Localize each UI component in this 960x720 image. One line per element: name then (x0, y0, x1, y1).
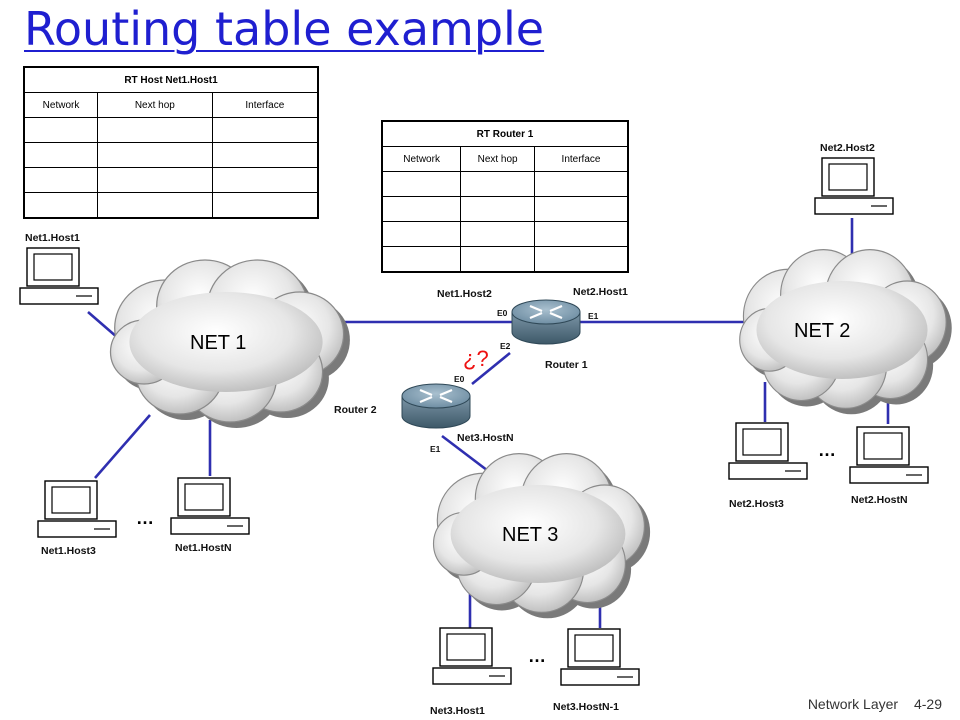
table-cell (211, 192, 319, 219)
port-r2-e0: E0 (454, 374, 465, 384)
table-cell (23, 192, 98, 219)
cloud-net3: NET 3 (432, 453, 651, 619)
label-net3-hostN1: Net3.HostN-1 (553, 701, 619, 713)
ellipsis-net2: … (818, 440, 836, 460)
cloud-net1: NET 1 (109, 259, 351, 429)
computer-icon-net3-hostN1 (560, 628, 640, 686)
computer-icon-net2-host2 (814, 157, 894, 215)
slide-title: Routing table example (24, 2, 545, 56)
computer-icon-net1-hostN (170, 477, 250, 535)
table-cell (211, 167, 319, 193)
table-cell (23, 117, 98, 143)
table-cell (381, 196, 462, 222)
router-routing-table: RT Router 1 Network Next hop Interface (381, 120, 629, 273)
table-cell (460, 221, 536, 247)
footer-page-number: 4-29 (913, 696, 942, 712)
router-2-icon (400, 382, 472, 430)
port-r1-e1: E1 (588, 311, 599, 321)
table-cell (534, 246, 629, 273)
host-routing-table: RT Host Net1.Host1 Network Next hop Inte… (23, 66, 319, 219)
host-table-header-interface: Interface (211, 92, 319, 118)
table-cell (460, 246, 536, 273)
table-row (381, 221, 629, 247)
table-cell (211, 142, 319, 168)
computer-icon-net3-host1 (432, 627, 512, 685)
net3-label: NET 3 (502, 524, 558, 546)
net2-label: NET 2 (794, 320, 850, 342)
table-row (23, 192, 319, 219)
computer-icon-net1-host3 (37, 480, 117, 538)
label-net2-hostN: Net2.HostN (851, 494, 908, 506)
link-router1-router2 (471, 351, 511, 386)
table-cell (23, 167, 98, 193)
label-net2-host1: Net2.Host1 (573, 286, 628, 298)
table-row (23, 142, 319, 168)
port-r1-e0: E0 (497, 308, 508, 318)
link-net1-host3 (94, 414, 151, 479)
host-table-caption: RT Host Net1.Host1 (23, 66, 319, 93)
table-row (381, 171, 629, 197)
net1-label: NET 1 (190, 332, 246, 354)
footer-section: Network Layer (807, 696, 899, 712)
label-net1-host1: Net1.Host1 (25, 232, 80, 244)
label-net3-hostN: Net3.HostN (457, 432, 514, 444)
label-net1-host2: Net1.Host2 (437, 288, 492, 300)
label-net3-host1: Net3.Host1 (430, 705, 485, 717)
label-net1-hostN: Net1.HostN (175, 542, 232, 554)
computer-icon-net2-host3 (728, 422, 808, 480)
table-cell (97, 142, 213, 168)
table-row (23, 117, 319, 143)
footer: Network Layer 4-29 (796, 696, 942, 712)
table-row (23, 167, 319, 193)
label-net2-host3: Net2.Host3 (729, 498, 784, 510)
table-row (381, 246, 629, 273)
table-cell (97, 167, 213, 193)
router-table-header-next-hop: Next hop (460, 146, 536, 172)
link-net1-host1 (87, 311, 119, 339)
port-r2-e1: E1 (430, 444, 441, 454)
computer-icon-net2-hostN (849, 426, 929, 484)
label-net1-host3: Net1.Host3 (41, 545, 96, 557)
question-mark: ¿? (463, 346, 489, 371)
table-cell (97, 192, 213, 219)
ellipsis-net1: … (136, 508, 154, 528)
ellipsis-net3: … (528, 646, 546, 666)
table-cell (534, 171, 629, 197)
router-1-icon (510, 298, 582, 346)
router-table-header-interface: Interface (534, 146, 629, 172)
cloud-net2: NET 2 (739, 249, 953, 415)
label-router2: Router 2 (334, 404, 377, 416)
label-net2-host2: Net2.Host2 (820, 142, 875, 154)
table-cell (381, 221, 462, 247)
table-cell (534, 221, 629, 247)
label-router1: Router 1 (545, 359, 588, 371)
table-cell (211, 117, 319, 143)
port-r1-e2: E2 (500, 341, 511, 351)
table-cell (381, 171, 462, 197)
computer-icon-net1-host1 (19, 247, 99, 305)
